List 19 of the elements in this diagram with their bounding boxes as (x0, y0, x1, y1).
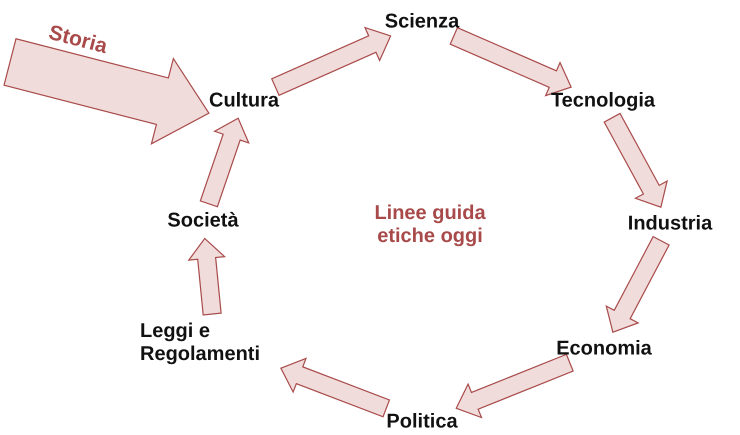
node-text: Economia (556, 338, 652, 360)
block-arrow (200, 117, 250, 208)
block-arrow (3, 38, 210, 145)
block-arrow (280, 357, 390, 418)
block-arrow (449, 26, 572, 97)
node-text: Politica (386, 410, 458, 434)
block-arrow (270, 26, 392, 96)
block-arrow (187, 238, 226, 316)
node-text: Società (167, 210, 239, 232)
node-text: Leggi e Regolamenti (140, 320, 290, 366)
node-text: Tecnologia (550, 90, 656, 112)
edge-label: Storia (46, 21, 110, 60)
node-text: Industria (628, 212, 712, 236)
block-arrow (605, 236, 670, 333)
node-text: Cultura (209, 90, 279, 112)
block-arrow (455, 354, 574, 419)
node-text: Scienza (384, 10, 460, 34)
center-label: Linee guida etiche oggi (373, 202, 487, 248)
block-arrow (603, 112, 668, 208)
